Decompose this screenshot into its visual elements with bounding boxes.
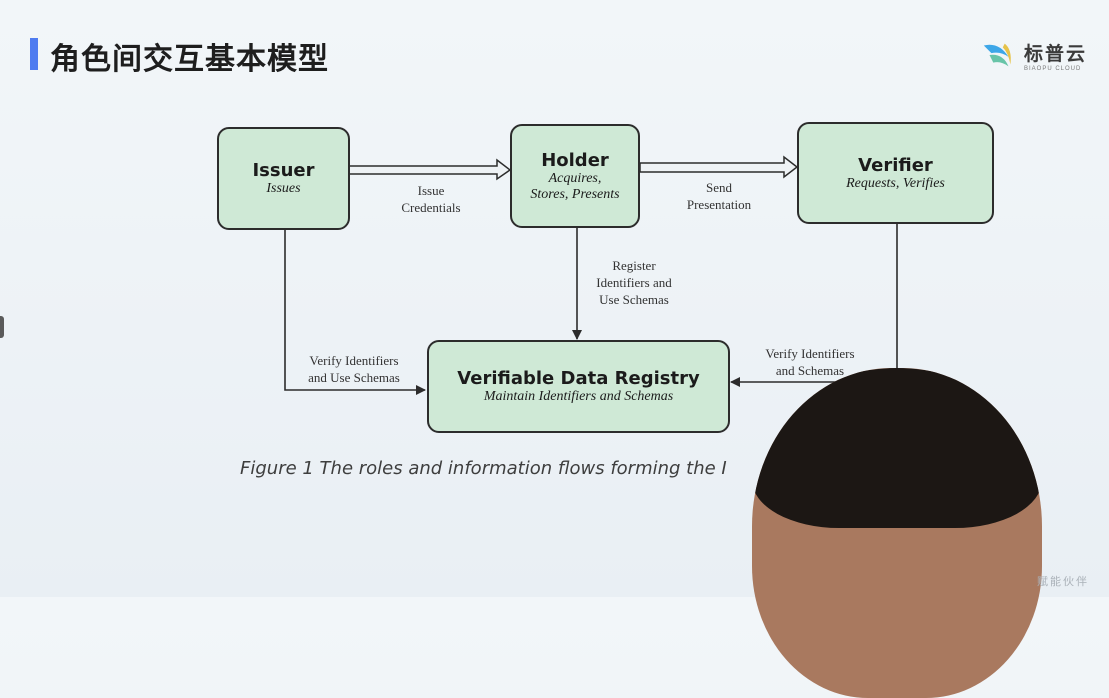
slide-title: 角色间交互基本模型 [50, 43, 329, 76]
registry-title: Verifiable Data Registry [457, 368, 700, 389]
register-label: Register Identifiers and Use Schemas [582, 257, 686, 308]
issuer-box: Issuer Issues [217, 127, 350, 230]
verifier-subtitle: Requests, Verifies [846, 175, 945, 191]
send-presentation-label: Send Presentation [668, 179, 770, 213]
register-label-line1: Register [612, 258, 656, 273]
holder-subtitle-line2: Stores, Presents [530, 186, 620, 202]
issue-label-line2: Credentials [401, 200, 461, 215]
verify-left-line1: Verify Identifiers [309, 353, 399, 368]
brand-name: 标普云 [1023, 43, 1087, 65]
figure-caption: Figure 1 The roles and information flows… [240, 458, 727, 479]
verifier-box: Verifier Requests, Verifies [797, 122, 994, 224]
verify-right-line2: and Schemas [775, 363, 845, 378]
holder-title: Holder [541, 149, 609, 171]
holder-box: Holder Acquires, Stores, Presents [510, 124, 640, 228]
send-label-line2: Presentation [686, 197, 752, 212]
verify-right-label: Verify Identifiers and Schemas [750, 345, 870, 379]
registry-box: Verifiable Data Registry Maintain Identi… [427, 340, 730, 433]
presenter-head-photo [752, 368, 1042, 698]
issue-credentials-arrow [348, 158, 512, 181]
register-label-line3: Use Schemas [599, 292, 669, 307]
title-accent-bar [30, 38, 38, 70]
issue-label-line1: Issue [417, 183, 445, 198]
footer-text: 赋能伙伴 [1037, 576, 1089, 588]
holder-subtitle-line1: Acquires, [548, 170, 602, 186]
brand-subtitle: BIAOPU CLOUD [1023, 65, 1082, 72]
verify-right-line1: Verify Identifiers [765, 346, 855, 361]
verify-left-label: Verify Identifiers and Use Schemas [292, 352, 416, 386]
registry-subtitle: Maintain Identifiers and Schemas [483, 389, 674, 404]
issuer-verify-arrow [284, 230, 426, 395]
bird-logo-icon [983, 43, 1011, 67]
issuer-title: Issuer [252, 160, 315, 181]
register-label-line2: Identifiers and [596, 275, 672, 290]
brand-logo-block: 标普云 BIAOPU CLOUD [980, 36, 1087, 74]
send-label-line1: Send [706, 180, 732, 195]
issue-credentials-label: Issue Credentials [385, 182, 477, 216]
verify-left-line2: and Use Schemas [308, 370, 400, 385]
verifier-title: Verifier [858, 154, 933, 176]
left-edge-tab [0, 316, 4, 338]
send-presentation-arrow [639, 155, 799, 179]
issuer-subtitle: Issues [266, 181, 301, 196]
